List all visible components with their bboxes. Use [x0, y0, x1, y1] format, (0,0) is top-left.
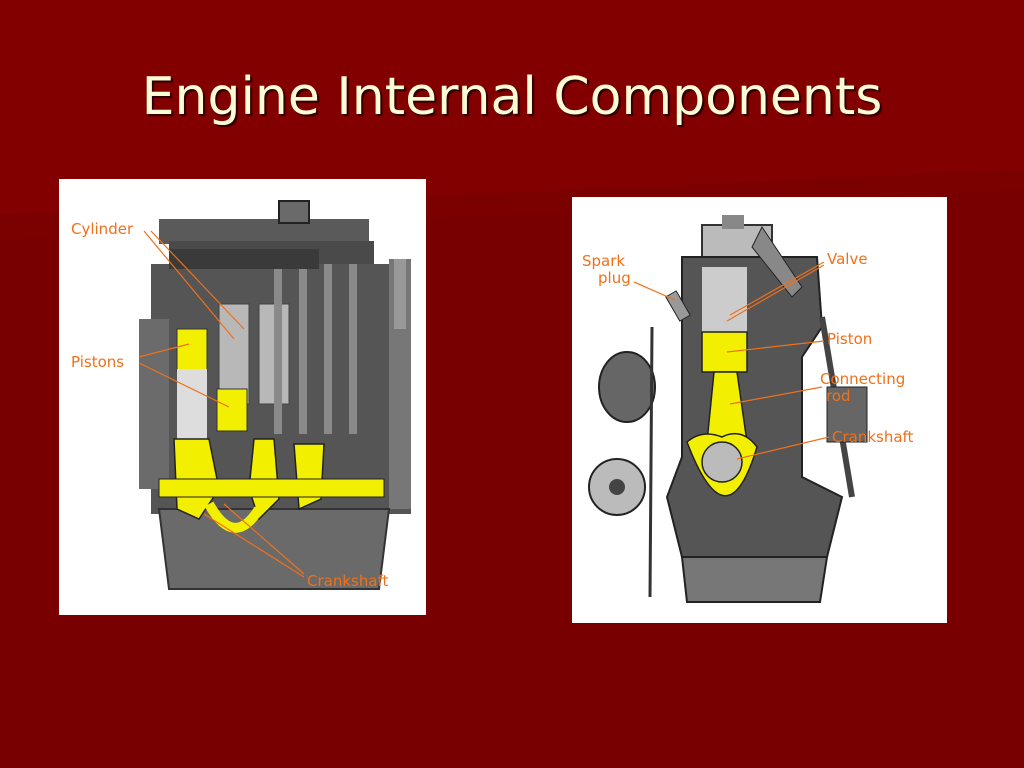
- piston-highlight: [176, 328, 208, 372]
- label-crankshaft: Crankshaft: [307, 572, 389, 590]
- label-connecting-rod-line2: rod: [826, 387, 851, 405]
- piston-highlight: [216, 388, 248, 432]
- label-spark-plug-line1: Spark: [582, 252, 626, 270]
- engine-block-illustration: [138, 200, 411, 590]
- label-crankshaft-right: Crankshaft: [832, 428, 914, 446]
- label-pistons: Pistons: [71, 353, 125, 371]
- label-spark-plug-line2: plug: [598, 269, 631, 287]
- label-connecting-rod: Connecting rod: [820, 371, 905, 405]
- label-piston: Piston: [827, 330, 873, 348]
- label-spark-plug: Spark plug: [582, 253, 631, 287]
- label-cylinder: Cylinder: [71, 220, 134, 238]
- label-valve: Valve: [827, 250, 868, 268]
- slide-title: Engine Internal Components: [141, 67, 883, 127]
- label-connecting-rod-line1: Connecting: [820, 370, 906, 388]
- engine-cross-section-illustration: [588, 215, 868, 603]
- engine-cutaway-image-right: Spark plug Valve Piston Connecting rod C…: [572, 197, 947, 623]
- piston-highlight: [701, 331, 748, 373]
- crankshaft-highlight: [701, 441, 743, 483]
- engine-cutaway-image-left: Cylinder Pistons Crankshaft: [59, 179, 426, 615]
